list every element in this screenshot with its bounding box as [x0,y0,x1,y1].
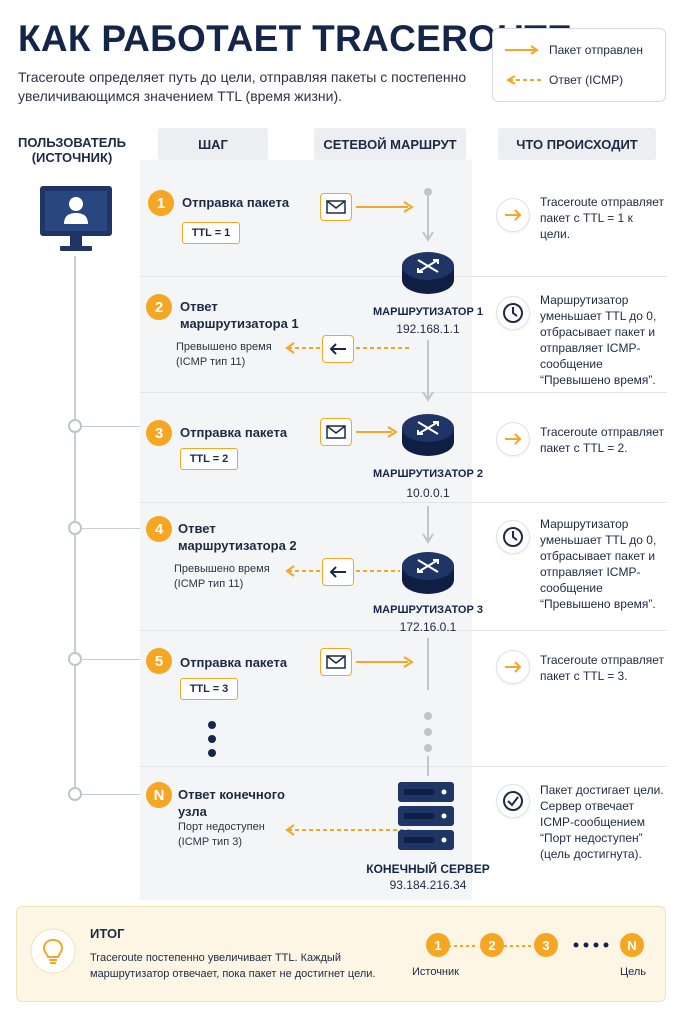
row-separator [140,630,667,631]
summary-chain-line [448,945,532,947]
router-name-1: МАРШРУТИЗАТОР 1 [373,306,483,318]
clock-icon [496,520,530,554]
timeline-connector [82,528,140,529]
step-title-3: Отправка пакета [180,425,288,440]
arrow-right-icon [496,650,530,684]
description-4: Маршрутизатор уменьшает TTL до 0, отбрас… [540,517,657,611]
reply-arrow [285,824,412,836]
column-header-user: ПОЛЬЗОВАТЕЛЬ (ИСТОЧНИК) [18,135,126,165]
router-icon [402,252,454,294]
arrow-left-icon [322,558,354,586]
summary-text: Traceroute постепенно увеличивает TTL. К… [90,952,376,980]
step-badge-5: 5 [146,648,172,674]
arrow-right-icon [496,422,530,456]
step-sub-n: Порт недоступен (ICMP тип 3) [178,821,265,848]
clock-icon [496,296,530,330]
ttl-box-1: TTL = 1 [182,222,240,244]
timeline-dot [68,652,82,666]
column-header-step: ШАГ [158,128,268,160]
row-separator [140,392,667,393]
column-header-route: СЕТЕВОЙ МАРШРУТ [314,128,466,160]
step-badge-3: 3 [146,420,172,446]
envelope-icon [320,193,352,221]
description-3: Traceroute отправляет пакет с TTL = 2. [540,425,665,455]
router-icon [402,552,454,594]
ellipsis-icon [208,721,216,757]
description-5: Traceroute отправляет пакет с TTL = 3. [540,653,665,683]
monitor-user-icon [40,186,112,251]
arrow-left-icon [322,335,354,363]
ttl-box-2: TTL = 2 [180,448,238,470]
timeline-connector [82,659,140,660]
summary-title: ИТОГ [90,926,125,941]
row-separator [140,766,667,767]
check-circle-icon [496,784,530,818]
row-separator [140,502,667,503]
step-title-4: Ответ маршрутизатора 2 [178,521,297,553]
ttl-box-3: TTL = 3 [180,678,238,700]
timeline-connector [82,794,140,795]
router-ip-1: 192.168.1.1 [396,322,460,336]
envelope-icon [320,648,352,676]
server-name: КОНЕЧНЫЙ СЕРВЕР [366,862,490,876]
step-sub-2: Превышено время (ICMP тип 11) [176,341,272,368]
server-icon [398,782,454,850]
summary-badge-3: 3 [534,933,558,957]
envelope-icon [320,418,352,446]
route-down-arrow [422,340,434,402]
router-name-3: МАРШРУТИЗАТОР 3 [373,604,483,616]
arrow-right-icon [496,198,530,232]
step-title-5: Отправка пакета [180,655,288,670]
summary-badge-1: 1 [426,933,450,957]
description-2: Маршрутизатор уменьшает TTL до 0, отбрас… [540,293,657,387]
summary-ellipsis-icon [573,942,609,948]
server-ip: 93.184.216.34 [389,878,467,892]
legend-reply-label: Ответ (ICMP) [549,73,624,87]
summary-target-label: Цель [620,966,647,978]
description-1: Traceroute отправляет пакет с TTL = 1 к … [540,195,665,241]
route-down-arrow [422,188,434,242]
reply-arrow [285,565,322,577]
summary-source-label: Источник [412,966,459,978]
step-badge-2: 2 [146,294,172,320]
sent-arrow [356,426,398,438]
solid-arrow-icon [505,45,539,55]
sent-arrow [356,656,414,668]
timeline-dot [68,787,82,801]
router-ip-3: 172.16.0.1 [399,620,457,634]
router-name-2: МАРШРУТИЗАТОР 2 [373,468,483,480]
timeline-connector [82,426,140,427]
page-subtitle: Traceroute определяет путь до цели, отпр… [18,69,467,104]
reply-dash-line [356,347,412,349]
summary-badge-2: 2 [480,933,504,957]
reply-dash-line [356,570,400,572]
step-badge-n: N [146,782,172,808]
timeline-dot [68,419,82,433]
step-title-2: Ответ маршрутизатора 1 [180,299,299,331]
step-title-1: Отправка пакета [182,195,290,210]
summary-panel [16,906,666,1002]
route-down-arrow [422,506,434,544]
column-header-what: ЧТО ПРОИСХОДИТ [498,128,656,160]
legend: Пакет отправлен Ответ (ICMP) [492,28,666,102]
description-6: Пакет достигает цели. Сервер отвечает IC… [540,783,664,861]
lightbulb-icon [30,928,76,974]
step-title-n: Ответ конечного узла [178,787,285,819]
summary-badge-n: N [620,933,644,957]
sent-arrow [356,201,414,213]
legend-reply: Ответ (ICMP) [505,73,623,87]
router-icon [402,414,454,456]
dashed-arrow-icon [505,75,541,85]
legend-sent: Пакет отправлен [505,43,643,57]
legend-sent-label: Пакет отправлен [549,43,643,57]
step-badge-4: 4 [146,516,172,542]
router-ip-2: 10.0.0.1 [406,486,450,500]
step-sub-4: Превышено время (ICMP тип 11) [174,563,270,590]
timeline-dot [68,521,82,535]
page-title: КАК РАБОТАЕТ TRACEROUTE [18,18,573,59]
step-badge-1: 1 [148,190,174,216]
reply-arrow [285,342,322,354]
route-dotted-connector [424,638,432,776]
